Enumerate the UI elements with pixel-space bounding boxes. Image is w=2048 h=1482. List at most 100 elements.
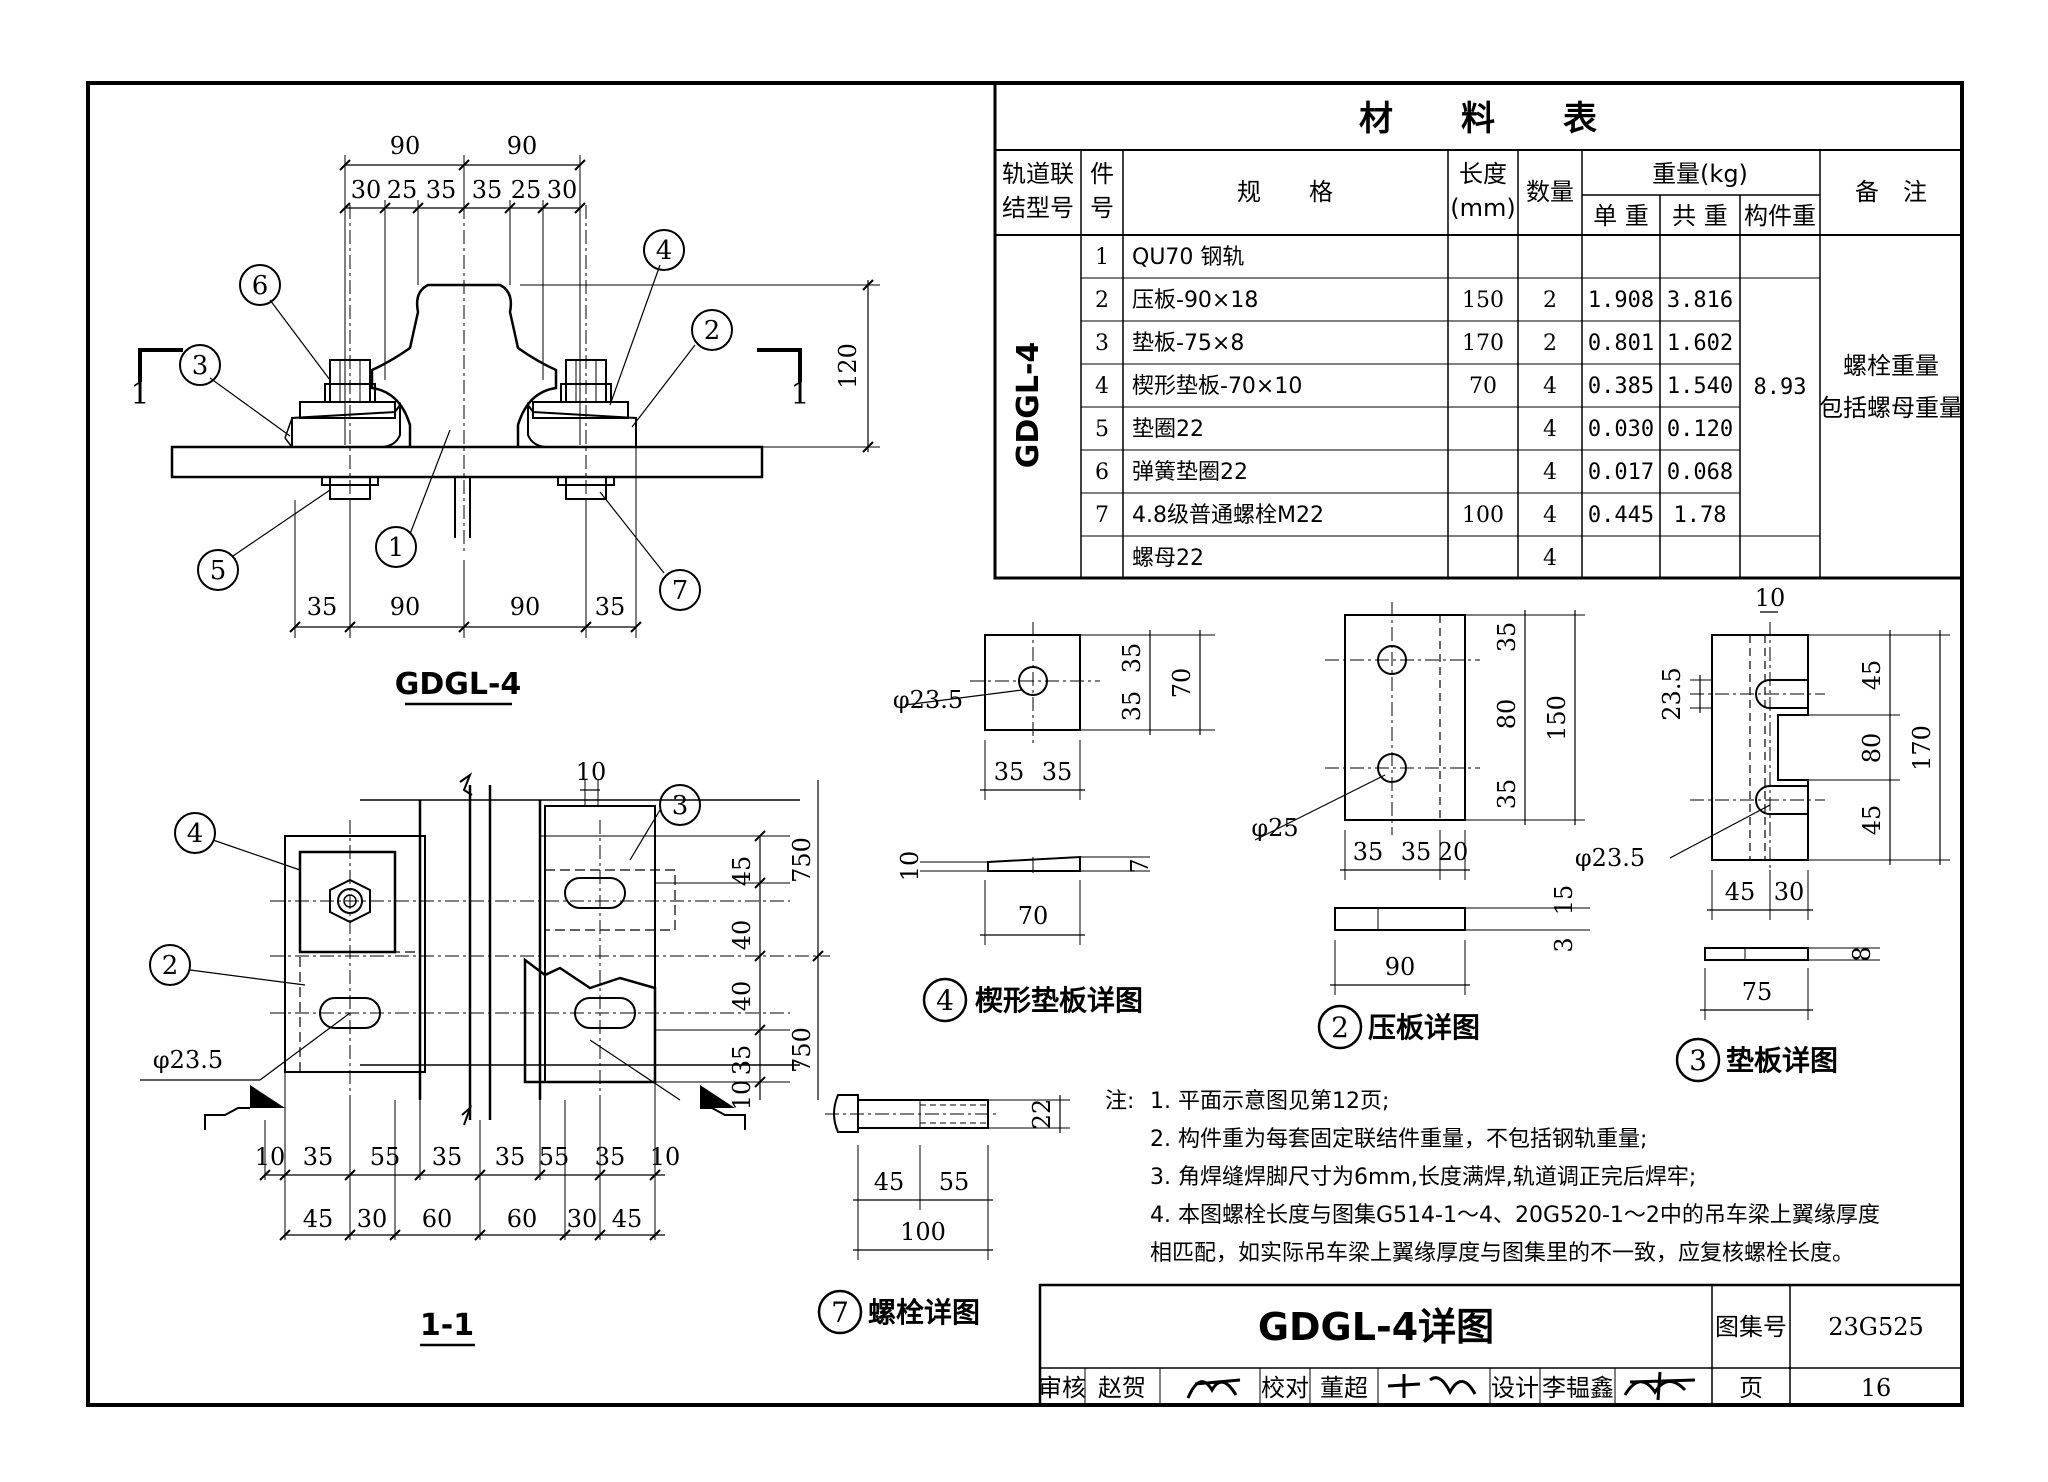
- th-member: 构件重: [1744, 202, 1816, 230]
- th-total: 共 重: [1672, 202, 1728, 230]
- table-cell-spec: 弹簧垫圈22: [1132, 460, 1248, 485]
- section-b2-6: 45: [612, 1205, 643, 1233]
- pad-dim-v3: 45: [1858, 805, 1886, 836]
- wedge-detail: [904, 622, 1215, 1023]
- section-dim-r1: 45: [728, 856, 756, 887]
- clamp-plan-w: 90: [1385, 953, 1416, 981]
- wedge-dim-total: 70: [1168, 668, 1196, 699]
- bolt-dim-1: 45: [874, 1168, 905, 1196]
- section-dim-r2: 40: [728, 920, 756, 951]
- note-3: 3. 角焊缝焊脚尺寸为6mm,长度满焊,轨道调正完后焊牢;: [1150, 1165, 1696, 1190]
- clamp-left: [291, 401, 401, 448]
- table-cell-total: 1.540: [1667, 374, 1733, 399]
- section-b2-1: 45: [303, 1205, 334, 1233]
- table-cell-qty: 4: [1543, 546, 1557, 571]
- table-cell-no: 2: [1095, 288, 1109, 313]
- pad-top: 10: [1755, 584, 1786, 612]
- table-cell-spec: 4.8级普通螺栓M22: [1132, 503, 1324, 528]
- table-cell-qty: 2: [1543, 288, 1557, 313]
- table-cell-spec: QU70 钢轨: [1132, 245, 1244, 270]
- atlas-no: 23G525: [1828, 1313, 1924, 1341]
- table-cell-spec: 垫板-75×8: [1132, 331, 1244, 356]
- page-label: 页: [1739, 1374, 1763, 1402]
- elev-dim-bot-1: 35: [307, 593, 338, 621]
- section-span-1: 750: [788, 837, 816, 883]
- elev-dim-bot-4: 35: [595, 593, 626, 621]
- section-balloon-2: 2: [162, 951, 179, 981]
- th-unit: 单 重: [1593, 202, 1649, 230]
- material-table: [993, 81, 1964, 580]
- remark-line-2: 包括螺母重量: [1819, 394, 1963, 422]
- clamp-th-2: 3: [1550, 937, 1578, 952]
- section-b1-5: 35: [495, 1143, 526, 1171]
- wedge-dim-v2: 35: [1118, 691, 1146, 722]
- note-4: 4. 本图螺栓长度与图集G514-1～4、20G520-1～2中的吊车梁上翼缘厚…: [1150, 1203, 1880, 1228]
- table-cell-spec: 楔形垫板-70×10: [1132, 374, 1302, 399]
- check-label: 校对: [1261, 1374, 1309, 1402]
- table-cell-qty: 4: [1543, 503, 1557, 528]
- elevation-view: [138, 155, 880, 638]
- table-cell-no: 7: [1095, 503, 1109, 528]
- th-qty: 数量: [1526, 178, 1574, 206]
- pad-num: 3: [1689, 1044, 1707, 1077]
- th-no-2: 号: [1090, 194, 1114, 222]
- pad-dim-h1: 45: [1725, 878, 1756, 906]
- pad-th: 8: [1848, 946, 1876, 961]
- clamp-dim-total: 150: [1543, 695, 1571, 741]
- section-balloon-3: 3: [672, 791, 689, 821]
- beam-flange: [170, 445, 764, 479]
- section-b2-2: 30: [357, 1205, 388, 1233]
- table-cell-total: 0.068: [1667, 460, 1733, 485]
- section-b2-3: 60: [422, 1205, 453, 1233]
- type-code: GDGL-4: [1011, 342, 1046, 469]
- atlas-label: 图集号: [1715, 1313, 1787, 1341]
- section-hole-label: φ23.5: [153, 1046, 223, 1074]
- pad-slot: 23.5: [1658, 667, 1686, 720]
- note-2: 2. 构件重为每套固定联结件重量，不包括钢轨重量;: [1150, 1127, 1647, 1152]
- notes: 注: 1. 平面示意图见第12页; 2. 构件重为每套固定联结件重量，不包括钢轨…: [1105, 1089, 1880, 1266]
- section-mark-left: 1: [130, 377, 149, 412]
- table-cell-unit: 0.801: [1588, 331, 1654, 356]
- table-cell-unit: 0.385: [1588, 374, 1654, 399]
- table-title: 材 料 表: [1359, 99, 1597, 139]
- table-cell-total: 1.78: [1674, 503, 1727, 528]
- bolt-detail: [817, 1094, 1070, 1335]
- designer: 李韫鑫: [1542, 1374, 1614, 1402]
- wedge-plan-w: 70: [1018, 902, 1049, 930]
- wedge-dim-h2: 35: [1042, 758, 1073, 786]
- section-b1-3: 55: [370, 1143, 401, 1171]
- section-caption: 1-1: [420, 1308, 474, 1343]
- section-b1-8: 10: [650, 1143, 681, 1171]
- elev-dim-height: 120: [834, 343, 862, 389]
- section-view: [140, 772, 830, 1241]
- clamp-dim-v3: 35: [1493, 779, 1521, 810]
- table-cell-qty: 4: [1543, 417, 1557, 442]
- note-4-cont: 相匹配，如实际吊车梁上翼缘厚度与图集里的不一致，应复核螺栓长度。: [1150, 1241, 1854, 1266]
- clamp-dim-h3: 20: [1438, 838, 1469, 866]
- wedge-caption: 楔形垫板详图: [975, 984, 1143, 1017]
- table-cell-spec: 垫圈22: [1132, 417, 1204, 442]
- table-cell-qty: 4: [1543, 460, 1557, 485]
- balloon-2: 2: [704, 316, 721, 346]
- table-cell-spec: 压板-90×18: [1132, 288, 1258, 313]
- clamp-caption: 压板详图: [1368, 1011, 1480, 1044]
- page-no: 16: [1861, 1374, 1892, 1402]
- elev-dim-sub-5: 25: [511, 176, 542, 204]
- clamp-hole: φ25: [1251, 814, 1298, 842]
- section-b1-7: 35: [595, 1143, 626, 1171]
- notes-label: 注:: [1105, 1089, 1134, 1114]
- section-dim-r4: 35: [728, 1045, 756, 1076]
- drawing-title: GDGL-4详图: [1258, 1305, 1494, 1349]
- section-mark-right: 1: [790, 377, 809, 412]
- bolt-dim-2: 55: [939, 1168, 970, 1196]
- note-1: 1. 平面示意图见第12页;: [1150, 1089, 1389, 1114]
- member-weight: 8.93: [1754, 375, 1807, 400]
- pad-plan-w: 75: [1742, 978, 1773, 1006]
- table-cell-total: 1.602: [1667, 331, 1733, 356]
- clamp-num: 2: [1331, 1011, 1349, 1044]
- pad-dim-v1: 45: [1858, 660, 1886, 691]
- section-b2-4: 60: [507, 1205, 538, 1233]
- section-b1-2: 35: [303, 1143, 334, 1171]
- elevation-caption: GDGL-4: [395, 667, 522, 702]
